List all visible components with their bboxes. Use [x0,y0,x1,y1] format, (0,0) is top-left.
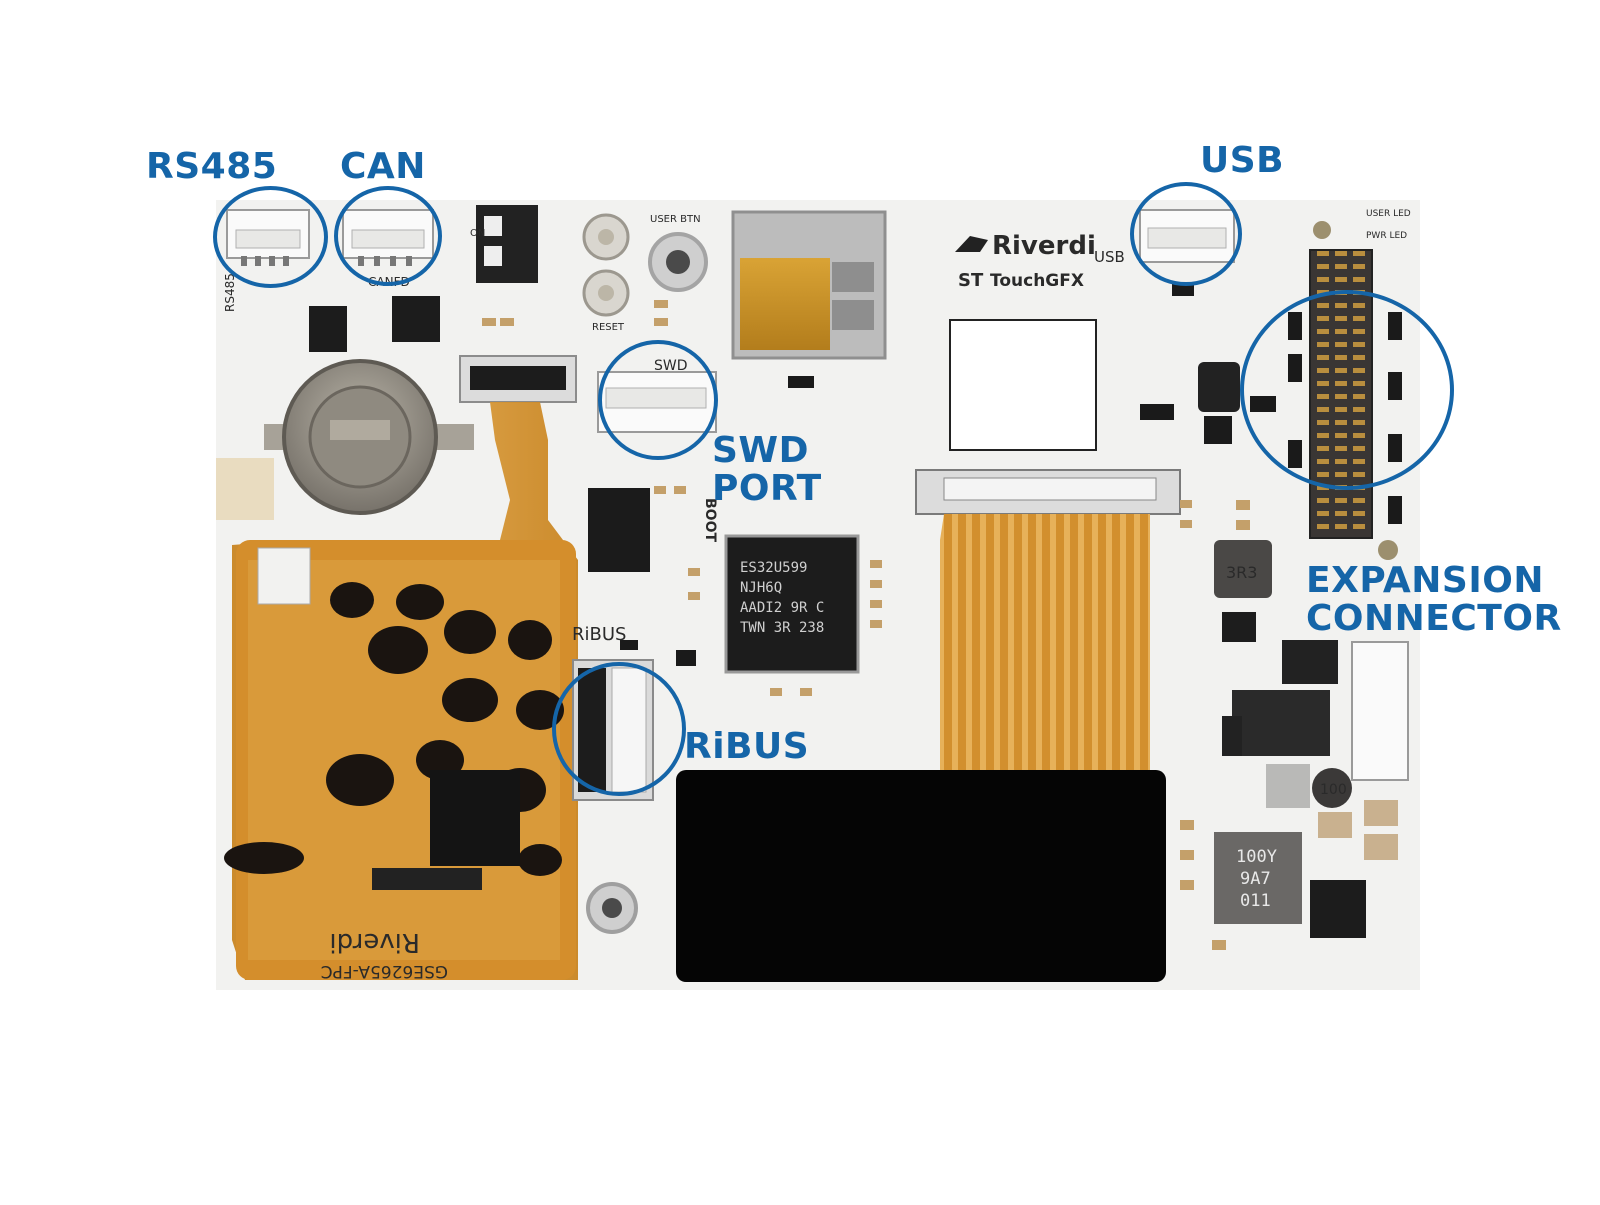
display-panel [676,770,1166,982]
mcu-chip: ES32U599 NJH6Q AADI2 9R C TWN 3R 238 [724,534,860,674]
silk-user-btn: USER BTN [650,214,701,225]
expansion-callout-line1: EXPANSION [1306,560,1544,601]
usb-highlight-ring [1130,182,1242,286]
fpc-label-text: GSE6265A-FPC [321,961,448,981]
inductor-big-2: 9A7 [1240,869,1271,889]
silk-boot: BOOT [702,498,718,542]
coin-battery-holder [264,359,474,515]
expansion-callout-line2: CONNECTOR [1306,598,1562,639]
logo-riverdi-text: Riverdi [992,231,1096,261]
swd-callout-line1: SWD [712,430,810,471]
swd-port-callout-label: SWD PORT [712,432,822,508]
silk-ribus: RiBUS [572,624,626,645]
inductor-100-text: 100 [1320,782,1347,798]
usb-callout-label: USB [1200,140,1285,181]
silk-user-led: USER LED [1366,209,1411,219]
rs485-callout-label: RS485 [146,146,278,187]
fpc-riverdi-text: Riverdi [329,927,420,957]
ribus-callout-label: RiBUS [684,726,810,767]
silk-on: ON [470,228,485,239]
swd-callout-line2: PORT [712,468,822,509]
mcu-line3: AADI2 9R C [740,600,824,616]
expansion-highlight-ring [1240,290,1454,490]
svg-text:ST: ST [958,270,984,291]
inductor-big-3: 011 [1240,891,1271,911]
can-highlight-ring [334,186,442,286]
silk-usb: USB [1094,248,1125,266]
inductor-3r3-text: 3R3 [1226,563,1257,582]
touch-flex-pcb [224,540,576,980]
silk-pwr-led: PWR LED [1366,231,1407,241]
sd-card-slot [731,210,887,360]
logo-touchgfx-text: TouchGFX [990,271,1084,291]
swd-highlight-ring [598,340,718,460]
ribus-highlight-ring [552,662,686,796]
mcu-line4: TWN 3R 238 [740,620,824,636]
inductor-big-1: 100Y [1236,847,1277,867]
silk-rs485: RS485 [223,273,237,312]
riverdi-logo: Riverdi TouchGFX ST [955,231,1096,291]
expansion-connector-callout-label: EXPANSION CONNECTOR [1306,562,1562,638]
mcu-line2: NJH6Q [740,580,782,596]
mcu-line1: ES32U599 [740,560,807,576]
can-callout-label: CAN [340,146,426,187]
rs485-highlight-ring [213,186,328,288]
silk-reset: RESET [592,322,625,333]
